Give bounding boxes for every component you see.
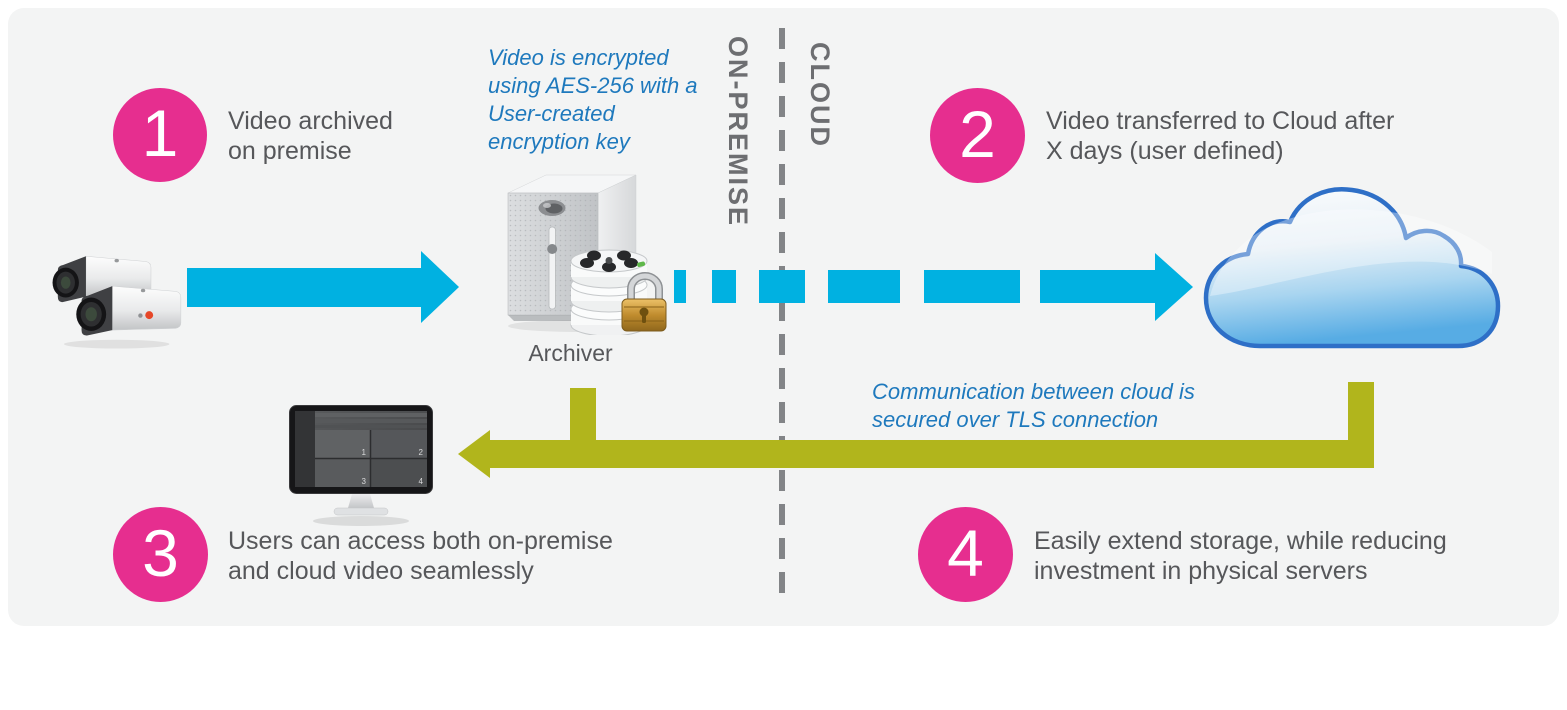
step-2-number: 2 xyxy=(959,96,996,171)
step-3-text: Users can access both on-premise and clo… xyxy=(228,526,613,586)
zone-divider-dashed-line xyxy=(779,28,785,606)
monitor-tile-3-number: 3 xyxy=(362,477,367,486)
step-1-line-2: on premise xyxy=(228,137,352,165)
monitor-tile-1-number: 1 xyxy=(362,448,367,457)
step-2-badge: 2 xyxy=(930,88,1025,183)
tls-annotation-line-1: Communication between cloud is xyxy=(872,379,1195,404)
tls-annotation: Communication between cloud is secured o… xyxy=(872,378,1222,434)
encryption-annotation-line-1: Video is encrypted xyxy=(488,45,669,70)
tls-annotation-line-2: secured over TLS connection xyxy=(872,407,1159,432)
step-2-text: Video transferred to Cloud after X days … xyxy=(1046,106,1394,166)
archiver-server-icon xyxy=(507,174,667,335)
encryption-annotation-line-3: User-created xyxy=(488,101,615,126)
zone-label-cloud: CLOUD xyxy=(805,42,835,148)
transfer-dash-1 xyxy=(674,270,686,303)
camera-to-archiver-arrow-shaft xyxy=(187,268,421,307)
step-3-number: 3 xyxy=(142,515,179,590)
transfer-dash-4 xyxy=(828,270,900,303)
cloud-icon xyxy=(1203,187,1501,349)
step-2-line-2: X days (user defined) xyxy=(1046,137,1284,165)
transfer-arrow-head xyxy=(1155,253,1193,321)
step-3-line-1: Users can access both on-premise xyxy=(228,527,613,555)
encryption-annotation: Video is encrypted using AES-256 with a … xyxy=(488,44,738,156)
step-1-text: Video archived on premise xyxy=(228,106,393,166)
return-arrow-head xyxy=(458,430,490,478)
encryption-annotation-line-4: encryption key xyxy=(488,129,630,154)
return-arrow-shaft xyxy=(490,440,1374,468)
step-2-line-1: Video transferred to Cloud after xyxy=(1046,107,1395,135)
step-1-line-1: Video archived xyxy=(228,107,393,135)
archiver-return-leg xyxy=(570,388,596,441)
step-4-line-2: investment in physical servers xyxy=(1034,557,1368,585)
step-3-badge: 3 xyxy=(113,507,208,602)
step-1-badge: 1 xyxy=(113,88,207,182)
disk-top-holes xyxy=(580,250,638,272)
transfer-dash-2 xyxy=(712,270,736,303)
camera-to-archiver-arrow-head xyxy=(421,251,459,323)
step-1-number: 1 xyxy=(141,96,179,170)
step-4-line-1: Easily extend storage, while reducing xyxy=(1034,527,1447,555)
step-4-badge: 4 xyxy=(918,507,1013,602)
transfer-arrow-shaft xyxy=(1040,270,1155,303)
zone-label-on-premise: ON-PREMISE xyxy=(723,36,753,228)
step-4-text: Easily extend storage, while reducing in… xyxy=(1034,526,1447,586)
monitor-tile-4-number: 4 xyxy=(419,477,424,486)
encryption-annotation-line-2: using AES-256 with a xyxy=(488,73,698,98)
monitor-tile-2-number: 2 xyxy=(419,448,424,457)
step-3-line-2: and cloud video seamlessly xyxy=(228,557,534,585)
transfer-dash-3 xyxy=(759,270,805,303)
step-4-number: 4 xyxy=(947,515,984,590)
workstation-monitor-icon: 1 2 3 4 xyxy=(289,405,433,526)
transfer-dash-5 xyxy=(924,270,1020,303)
archiver-label: Archiver xyxy=(528,340,613,366)
security-cameras-icon xyxy=(52,255,182,349)
